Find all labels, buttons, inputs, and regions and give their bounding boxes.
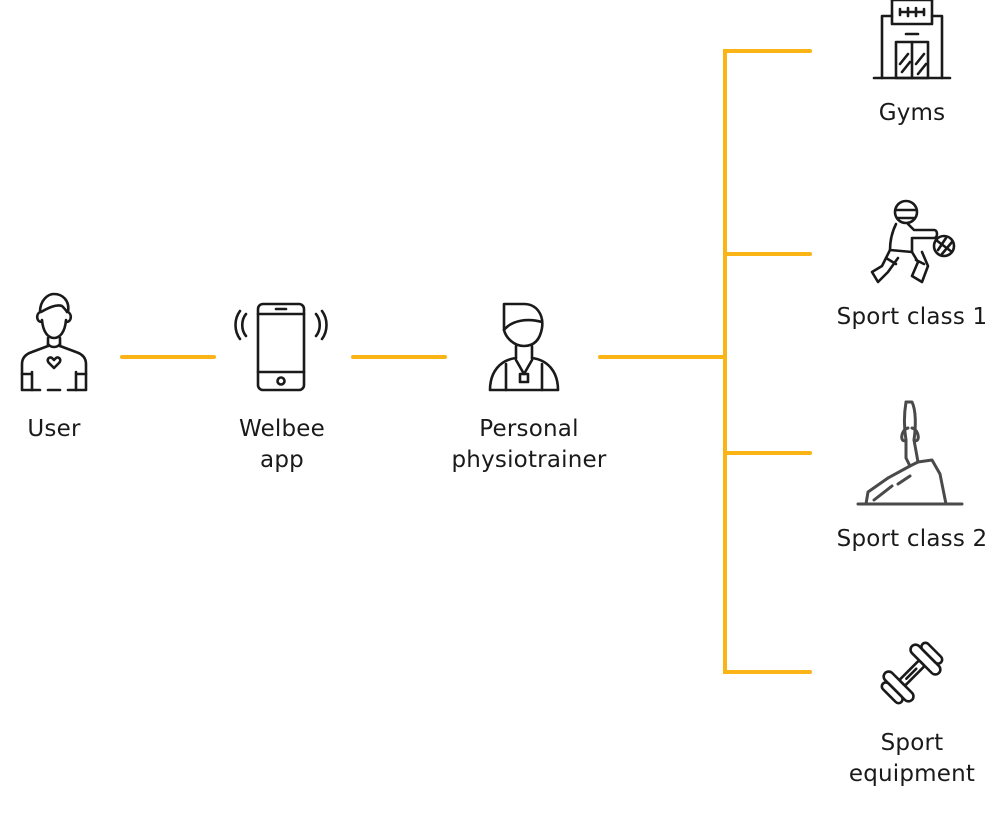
edge-trunk-vertical <box>723 49 727 674</box>
edge-to-sport-class-2 <box>723 451 812 455</box>
dumbbell-icon <box>880 641 944 705</box>
node-user-label: User <box>27 416 81 442</box>
node-welbee-app-label: Welbee app <box>238 416 326 473</box>
node-sport-equipment-label: Sport equipment <box>848 730 976 787</box>
smartphone-vibrate-icon <box>234 302 328 392</box>
yoga-pose-icon <box>856 400 964 506</box>
basketball-player-icon <box>870 199 956 284</box>
edge-physiotrainer-to-trunk <box>598 355 727 359</box>
edge-welbee-app-to-physiotrainer <box>351 355 447 359</box>
edge-to-gyms <box>723 49 812 53</box>
node-gyms-label: Gyms <box>878 100 946 126</box>
node-sport-class-1-label: Sport class 1 <box>836 304 988 330</box>
edge-to-sport-class-1 <box>723 252 812 256</box>
trainer-whistle-icon <box>488 302 560 392</box>
node-personal-physiotrainer-label: Personal physiotrainer <box>451 416 607 473</box>
user-heart-icon <box>20 292 88 392</box>
node-sport-class-2-label: Sport class 2 <box>836 526 988 552</box>
edge-user-to-welbee-app <box>120 355 216 359</box>
edge-to-sport-equipment <box>723 670 812 674</box>
gym-building-icon <box>872 0 952 80</box>
